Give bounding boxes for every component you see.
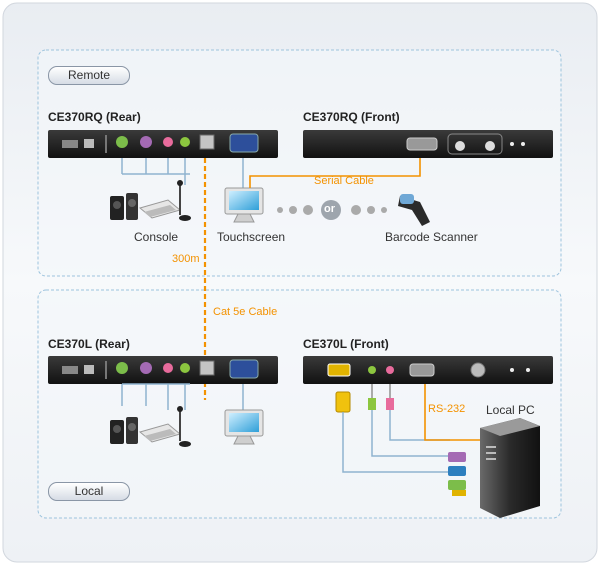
ce370l-rear-title: CE370L (Rear) <box>48 337 130 351</box>
or-separator <box>277 200 387 220</box>
local-monitor-illustration <box>224 384 264 445</box>
ce370rq-front-panel <box>303 130 553 158</box>
ce370l-front-panel <box>303 356 553 384</box>
distance-label: 300m <box>172 253 200 265</box>
local-front-cables <box>335 384 485 496</box>
barcode-scanner-label: Barcode Scanner <box>385 230 478 244</box>
ce370l-rear-panel <box>48 356 278 384</box>
local-console-illustration <box>110 383 191 447</box>
console-label: Console <box>134 230 179 244</box>
touchscreen-illustration <box>224 158 264 223</box>
touchscreen-label: Touchscreen <box>217 230 286 244</box>
barcode-scanner-illustration <box>398 194 430 226</box>
remote-zone <box>37 49 562 277</box>
ce370rq-front-title: CE370RQ (Front) <box>303 110 400 124</box>
serial-cable-label: Serial Cable <box>314 175 374 187</box>
local-zone <box>37 289 562 519</box>
serial-cable-line <box>249 158 421 188</box>
local-zone-label: Local <box>48 482 130 501</box>
remote-zone-label: Remote <box>48 66 130 85</box>
or-label: or <box>324 203 335 215</box>
ce370rq-rear-panel <box>48 130 278 158</box>
remote-console-illustration <box>110 158 191 221</box>
rs232-label: RS-232 <box>428 403 466 415</box>
cat5e-cable-label: Cat 5e Cable <box>213 306 278 318</box>
local-pc-label: Local PC <box>486 403 535 417</box>
ce370rq-rear-title: CE370RQ (Rear) <box>48 110 141 124</box>
ce370l-front-title: CE370L (Front) <box>303 337 389 351</box>
local-pc-illustration <box>480 418 540 518</box>
